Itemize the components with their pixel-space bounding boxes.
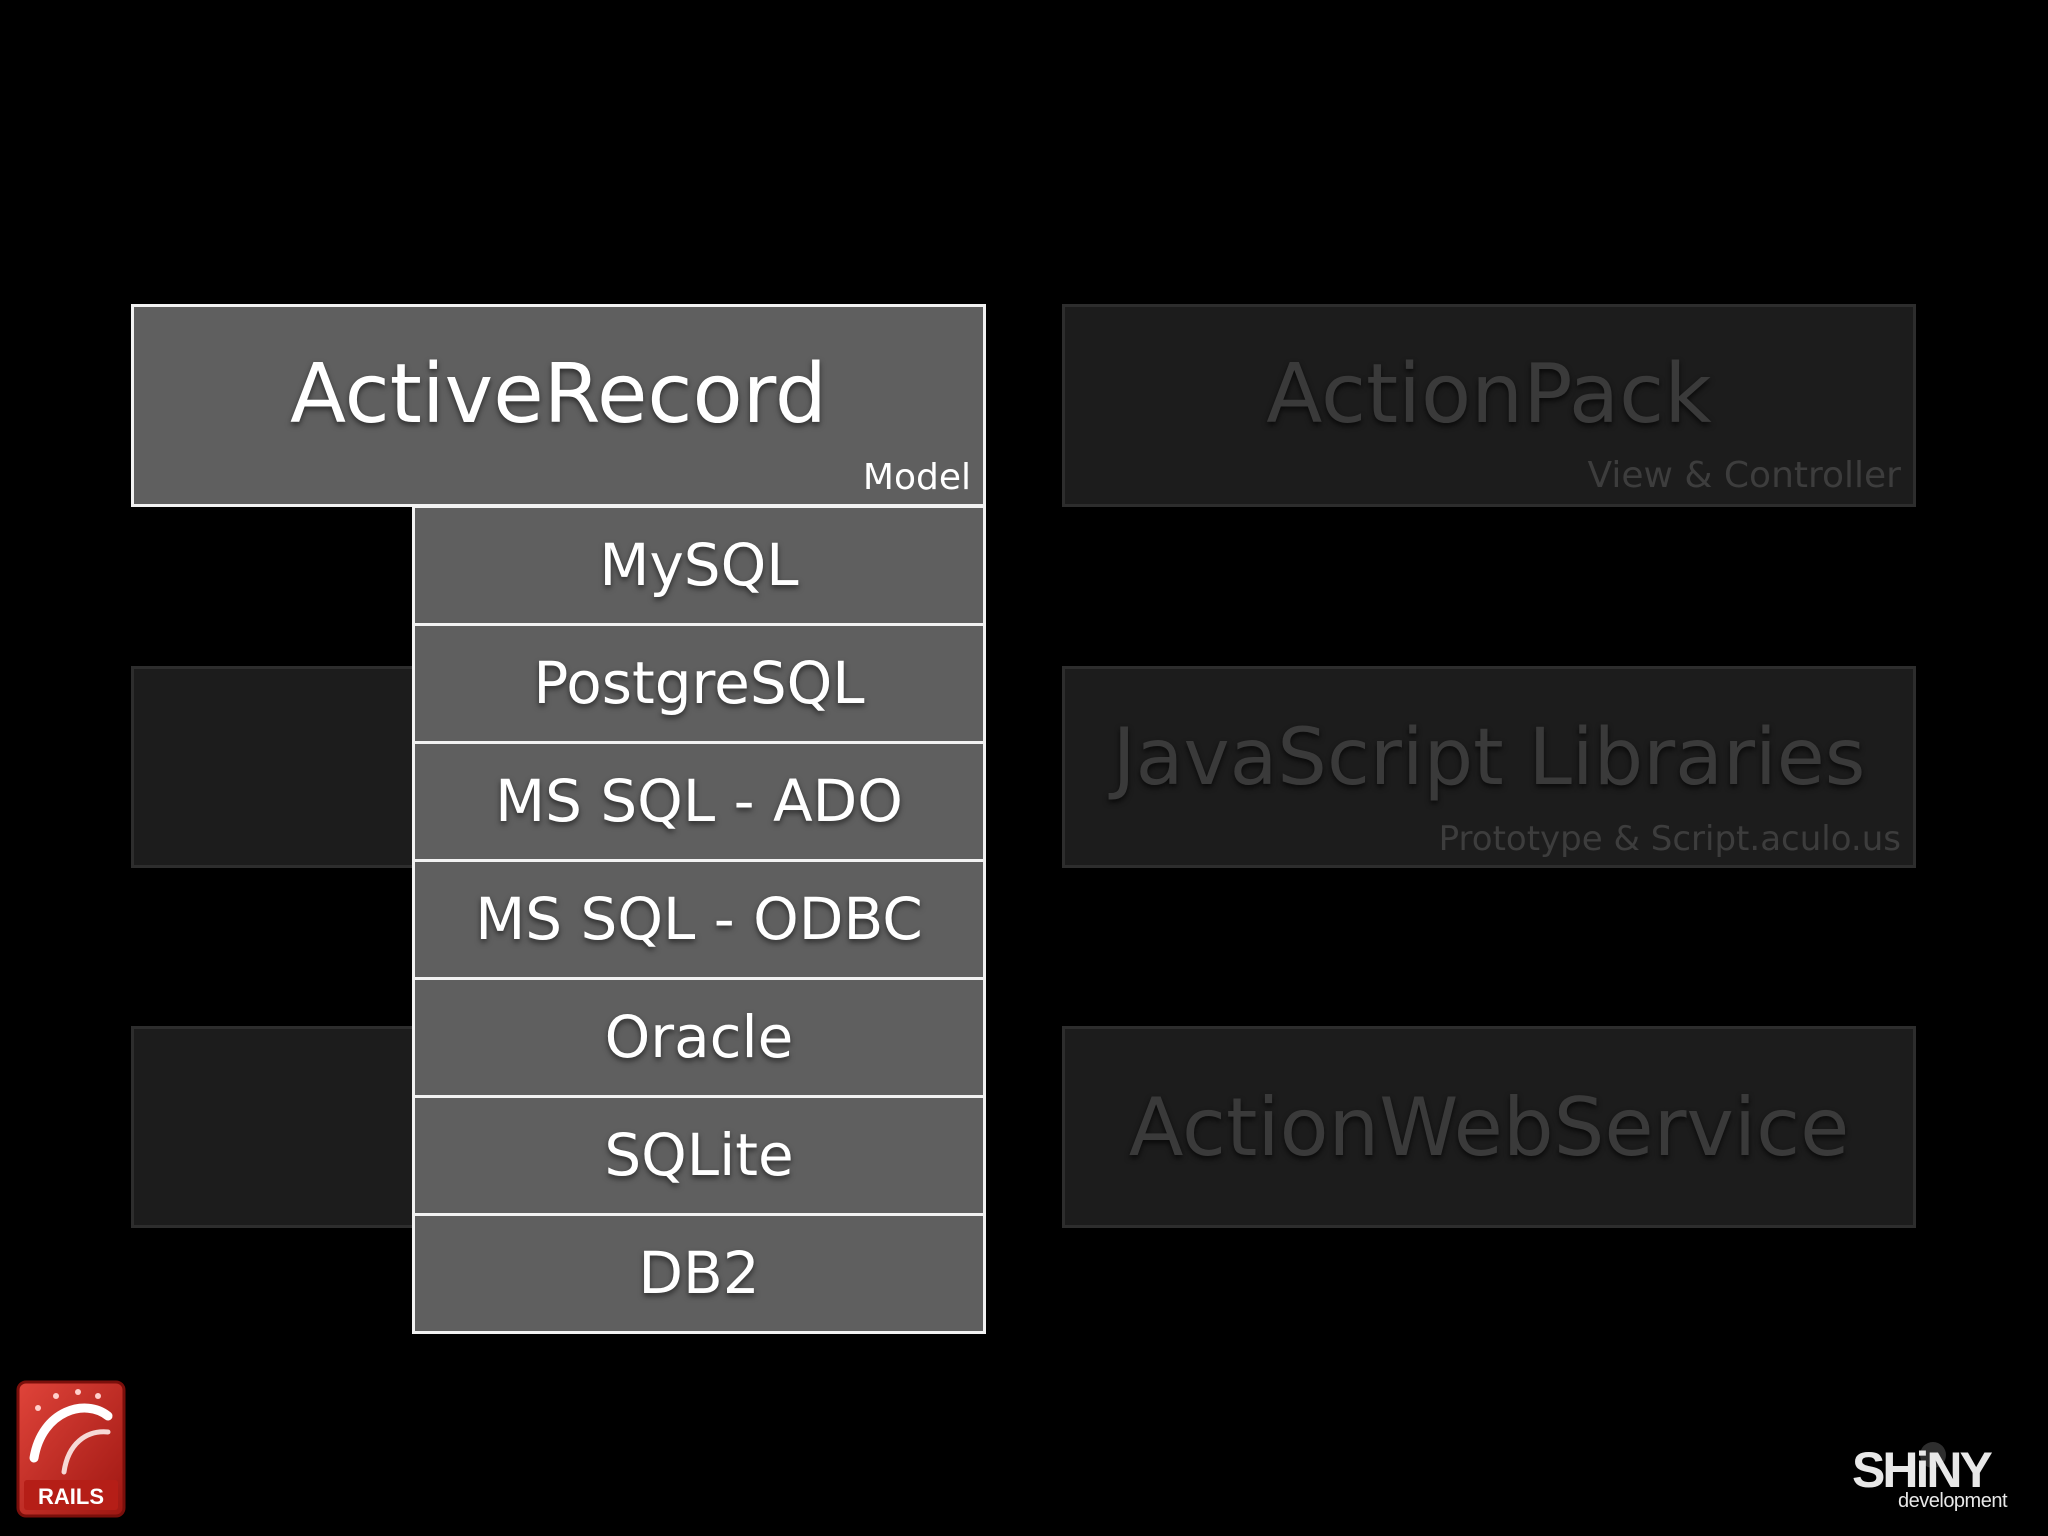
database-item: SQLite	[412, 1095, 986, 1216]
box-actionpack: ActionPack View & Controller	[1062, 304, 1916, 507]
box-actionwebservice: ActionWebService	[1062, 1026, 1916, 1228]
database-item: MS SQL - ODBC	[412, 859, 986, 980]
rails-logo-text: RAILS	[38, 1484, 104, 1509]
box-activerecord-title: ActiveRecord	[290, 347, 827, 442]
box-javascript-title: JavaScript Libraries	[1112, 713, 1866, 803]
box-activerecord: ActiveRecord Model	[131, 304, 986, 507]
box-activerecord-subtitle: Model	[862, 457, 971, 498]
brand-main-text: SHiNY	[1852, 1442, 1993, 1498]
shiny-development-logo: SHiNY development	[1850, 1440, 2030, 1520]
database-item: DB2	[412, 1213, 986, 1334]
rails-logo: RAILS	[16, 1380, 126, 1518]
box-actionwebservice-title: ActionWebService	[1128, 1081, 1850, 1174]
box-javascript-subtitle: Prototype & Script.aculo.us	[1438, 819, 1901, 859]
box-actionpack-subtitle: View & Controller	[1587, 455, 1901, 496]
brand-dot-icon	[1920, 1442, 1946, 1468]
database-item: MS SQL - ADO	[412, 741, 986, 862]
database-list: MySQL PostgreSQL MS SQL - ADO MS SQL - O…	[412, 505, 986, 1334]
database-item: PostgreSQL	[412, 623, 986, 744]
brand-sub-text: development	[1898, 1490, 2008, 1512]
database-item: MySQL	[412, 505, 986, 626]
box-javascript: JavaScript Libraries Prototype & Script.…	[1062, 666, 1916, 868]
database-item: Oracle	[412, 977, 986, 1098]
box-actionpack-title: ActionPack	[1266, 347, 1712, 442]
